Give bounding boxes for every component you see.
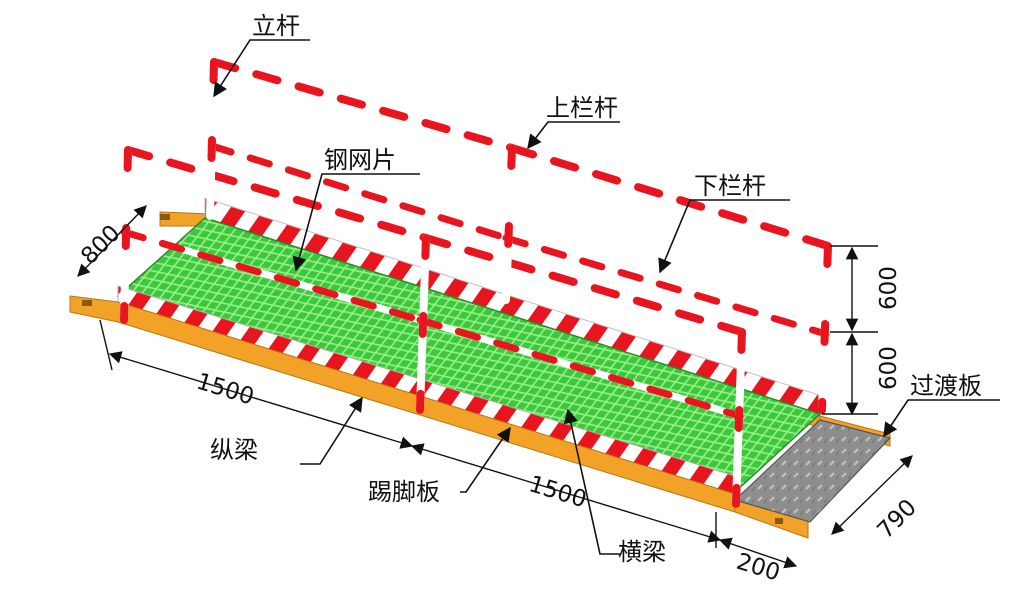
label-cross-beam: 横梁: [618, 538, 666, 566]
label-transition-plate: 过渡板: [910, 372, 982, 400]
label-post: 立杆: [252, 12, 300, 40]
dim-rail-lower: 600: [876, 346, 902, 390]
dimension-lines: [77, 205, 913, 569]
label-top-rail: 上栏杆: [546, 94, 618, 122]
steel-mesh-deck: [118, 218, 820, 492]
transition-plate: [733, 419, 892, 523]
dim-plate-width: 790: [872, 495, 921, 544]
label-bottom-rail: 下栏杆: [694, 172, 766, 200]
railings: [120, 58, 832, 508]
label-toe-board: 踢脚板: [368, 478, 440, 506]
dim-rail-upper: 600: [876, 266, 902, 310]
dim-span-1: 1500: [193, 369, 257, 411]
far-toe-board: [205, 198, 822, 418]
dim-plate-length: 200: [733, 549, 783, 587]
label-steel-mesh: 钢网片: [324, 146, 396, 174]
label-longitudinal-beam: 纵梁: [210, 436, 258, 464]
dim-width: 800: [76, 220, 125, 269]
dim-span-2: 1500: [526, 471, 590, 513]
